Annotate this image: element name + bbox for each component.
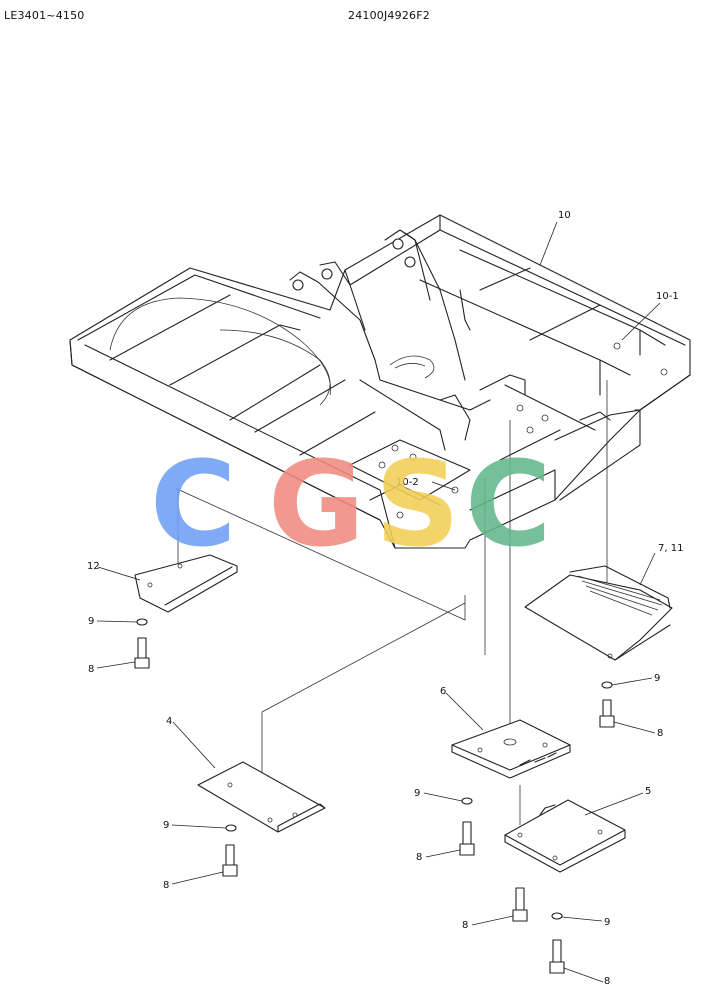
callout-washer-a: 9: [88, 616, 94, 627]
callout-bolt-f: 8: [604, 976, 611, 987]
callout-labels: 10 10-1 10-2 12 7, 11 4 6 5 9 8 9 8 9 8 …: [87, 210, 683, 931]
callout-bolt-c: 8: [163, 880, 169, 891]
watermark-letter-4: C: [465, 435, 552, 573]
callout-cover-7-11: 7, 11: [658, 543, 683, 554]
callout-washer-c: 9: [163, 820, 169, 831]
under-cover-12: [134, 554, 238, 613]
callout-frame-sub2: 10-2: [396, 477, 419, 488]
under-cover-4: [197, 761, 326, 833]
callout-cover-4: 4: [166, 716, 172, 727]
washer-9b: [601, 681, 613, 689]
callout-bolt-a: 8: [88, 664, 94, 675]
leader-lines: [96, 221, 661, 983]
fasteners: [134, 618, 615, 974]
washer-9c: [225, 824, 237, 832]
callout-bolt-e: 8: [462, 920, 468, 931]
callout-cover-6: 6: [440, 686, 446, 697]
callout-frame-sub1: 10-1: [656, 291, 679, 302]
under-cover-6: [451, 719, 571, 779]
under-cover-5: [504, 799, 626, 873]
callout-frame: 10: [558, 210, 571, 221]
callout-bolt-d: 8: [416, 852, 422, 863]
washer-9e: [551, 912, 563, 920]
under-cover-7-11: [524, 565, 673, 661]
callout-cover-12: 12: [87, 561, 100, 572]
watermark-letter-3: S: [375, 435, 460, 573]
watermark-letter-2: G: [268, 435, 365, 573]
washer-9a: [136, 618, 148, 626]
callout-washer-b: 9: [654, 673, 660, 684]
watermark-letter-1: C: [150, 435, 237, 573]
model-range-code: LE3401~4150: [4, 9, 85, 22]
bolt-8b: [599, 699, 615, 728]
drawing-number: 24100J4926F2: [348, 9, 430, 22]
callout-washer-e: 9: [604, 917, 610, 928]
bolt-8e: [512, 887, 528, 922]
revolving-frame: [69, 214, 691, 549]
bolt-8d: [459, 821, 475, 856]
washer-9d: [461, 797, 473, 805]
callout-washer-d: 9: [414, 788, 420, 799]
bolt-8c: [222, 844, 238, 877]
watermark: C G S C: [150, 435, 552, 573]
callout-bolt-b: 8: [657, 728, 663, 739]
bolt-8a: [134, 637, 150, 669]
callout-cover-5: 5: [645, 786, 651, 797]
bolt-8f: [549, 939, 565, 974]
